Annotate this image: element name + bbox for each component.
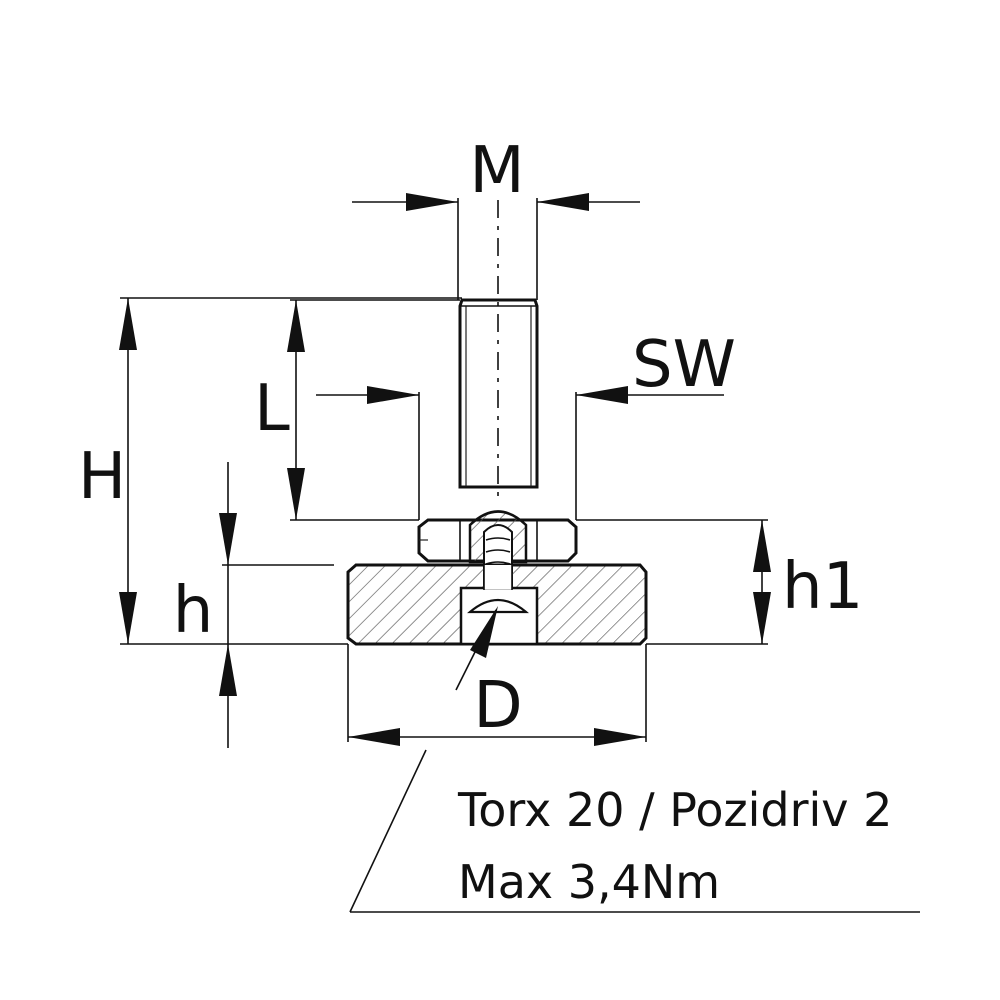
label-m: M	[469, 134, 524, 208]
dimension-h-total	[119, 297, 462, 645]
dimension-h-base	[219, 462, 334, 748]
hex-nut	[417, 518, 578, 563]
drive-leader	[349, 606, 920, 913]
label-h-total: H	[78, 440, 126, 514]
label-sw: SW	[632, 328, 736, 402]
dimension-m	[352, 193, 640, 300]
dimension-sw	[316, 386, 724, 520]
label-l: L	[254, 372, 290, 446]
label-h-base: h	[173, 574, 214, 648]
note-max-torque: Max 3,4Nm	[458, 855, 720, 909]
note-drive-type: Torx 20 / Pozidriv 2	[457, 783, 892, 837]
dimension-h1	[576, 519, 771, 645]
threaded-stud	[458, 200, 539, 500]
label-d: D	[473, 669, 522, 743]
dimension-d	[347, 644, 647, 746]
base-section	[346, 563, 648, 646]
label-h1: h1	[782, 550, 863, 624]
dimension-l	[287, 299, 460, 521]
